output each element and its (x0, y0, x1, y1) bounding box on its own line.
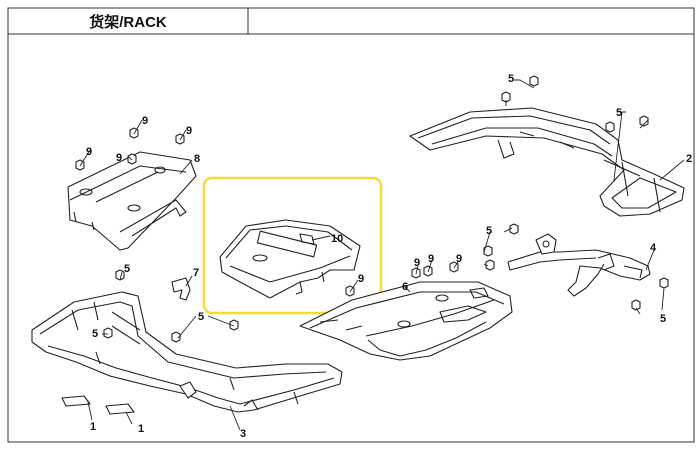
callout-9: 9 (414, 257, 420, 269)
part-10-cover (219, 219, 361, 299)
part-6-cover (299, 281, 513, 361)
callout-6: 6 (402, 281, 408, 293)
highlight-box (202, 176, 383, 315)
callout-5: 5 (486, 225, 492, 237)
callout-9: 9 (86, 146, 92, 158)
callout-9: 9 (428, 253, 434, 265)
part-4-bar (507, 233, 651, 297)
callouts: 1 1 2 3 4 5 5 5 5 5 5 5 6 7 8 9 9 9 9 9 … (86, 73, 692, 440)
callout-1: 1 (90, 421, 96, 433)
callout-2: 2 (686, 153, 692, 165)
callout-7: 7 (193, 267, 199, 279)
callout-9: 9 (186, 125, 192, 137)
part-8-cover (67, 151, 197, 251)
callout-9: 9 (358, 273, 364, 285)
callout-1: 1 (138, 423, 144, 435)
leader-lines (79, 79, 685, 431)
part-2-rack (409, 107, 685, 217)
callout-5: 5 (124, 263, 130, 275)
part-1-strips (61, 395, 135, 415)
callout-5: 5 (198, 311, 204, 323)
callout-8: 8 (194, 153, 200, 165)
border (7, 7, 695, 443)
callout-9: 9 (142, 115, 148, 127)
callout-5: 5 (660, 313, 666, 325)
callout-4: 4 (650, 242, 657, 254)
callout-3: 3 (240, 428, 246, 440)
callout-5: 5 (92, 328, 98, 340)
callout-10: 10 (331, 233, 343, 245)
page-title: 货架/RACK (89, 13, 167, 31)
part-3-rack (31, 291, 343, 413)
part-7-bracket (171, 277, 191, 301)
callout-9: 9 (456, 253, 462, 265)
callout-9: 9 (116, 152, 122, 164)
callout-5: 5 (508, 73, 514, 85)
callout-5: 5 (616, 107, 622, 119)
